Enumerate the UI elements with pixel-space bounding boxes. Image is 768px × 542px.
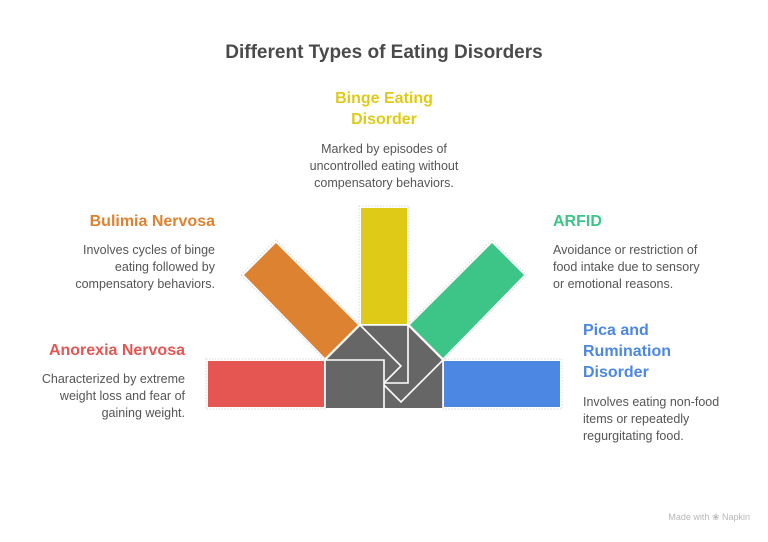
item-description: Avoidance or restriction of food intake … [553, 242, 743, 293]
item-anorexia-nervosa: Anorexia Nervosa Characterized by extrem… [10, 340, 185, 422]
desc-line: compensatory behaviors. [75, 277, 215, 291]
spoke-binge-eating [361, 208, 407, 324]
heading-line: Rumination [583, 343, 671, 360]
desc-line: items or repeatedly [583, 412, 690, 426]
item-description: Marked by episodes of uncontrolled eatin… [284, 141, 484, 192]
desc-line: eating followed by [114, 260, 215, 274]
item-heading: ARFID [553, 213, 602, 230]
desc-line: Characterized by extreme [41, 372, 185, 386]
item-arfid: ARFID Avoidance or restriction of food i… [553, 211, 743, 293]
diagram-title: Different Types of Eating Disorders [225, 42, 543, 63]
heading-line: Disorder [583, 364, 649, 381]
desc-line: uncontrolled eating without [309, 159, 459, 173]
item-binge-eating: Binge Eating Disorder Marked by episodes… [284, 88, 484, 192]
desc-line: or emotional reasons. [553, 277, 674, 291]
desc-line: gaining weight. [101, 406, 185, 420]
napkin-watermark: Made with ❀ Napkin [668, 512, 750, 522]
desc-line: food intake due to sensory [553, 260, 700, 274]
desc-line: weight loss and fear of [59, 389, 185, 403]
desc-line: regurgitating food. [583, 429, 684, 443]
spoke-anorexia [208, 361, 324, 407]
heading-line: Pica and [583, 322, 649, 339]
spoke-arfid [410, 243, 524, 358]
item-heading: Binge Eating Disorder [284, 88, 484, 130]
item-heading: Pica and Rumination Disorder [583, 320, 758, 383]
item-pica-rumination: Pica and Rumination Disorder Involves ea… [583, 320, 758, 445]
item-description: Involves cycles of binge eating followed… [40, 242, 215, 293]
spoke-bulimia [244, 243, 358, 358]
item-description: Involves eating non-food items or repeat… [583, 394, 758, 445]
spoke-pica-rumination [444, 361, 560, 407]
item-bulimia-nervosa: Bulimia Nervosa Involves cycles of binge… [40, 211, 215, 293]
desc-line: Involves eating non-food [583, 395, 720, 409]
desc-line: Involves cycles of binge [82, 243, 215, 257]
item-heading: Anorexia Nervosa [48, 342, 185, 359]
item-heading: Bulimia Nervosa [89, 213, 215, 230]
heading-line: Binge Eating [335, 90, 433, 107]
desc-line: Marked by episodes of [321, 142, 447, 156]
hub-dividers [324, 324, 444, 408]
desc-line: compensatory behaviors. [314, 176, 454, 190]
item-description: Characterized by extreme weight loss and… [10, 371, 185, 422]
heading-line: Disorder [351, 111, 417, 128]
desc-line: Avoidance or restriction of [553, 243, 698, 257]
